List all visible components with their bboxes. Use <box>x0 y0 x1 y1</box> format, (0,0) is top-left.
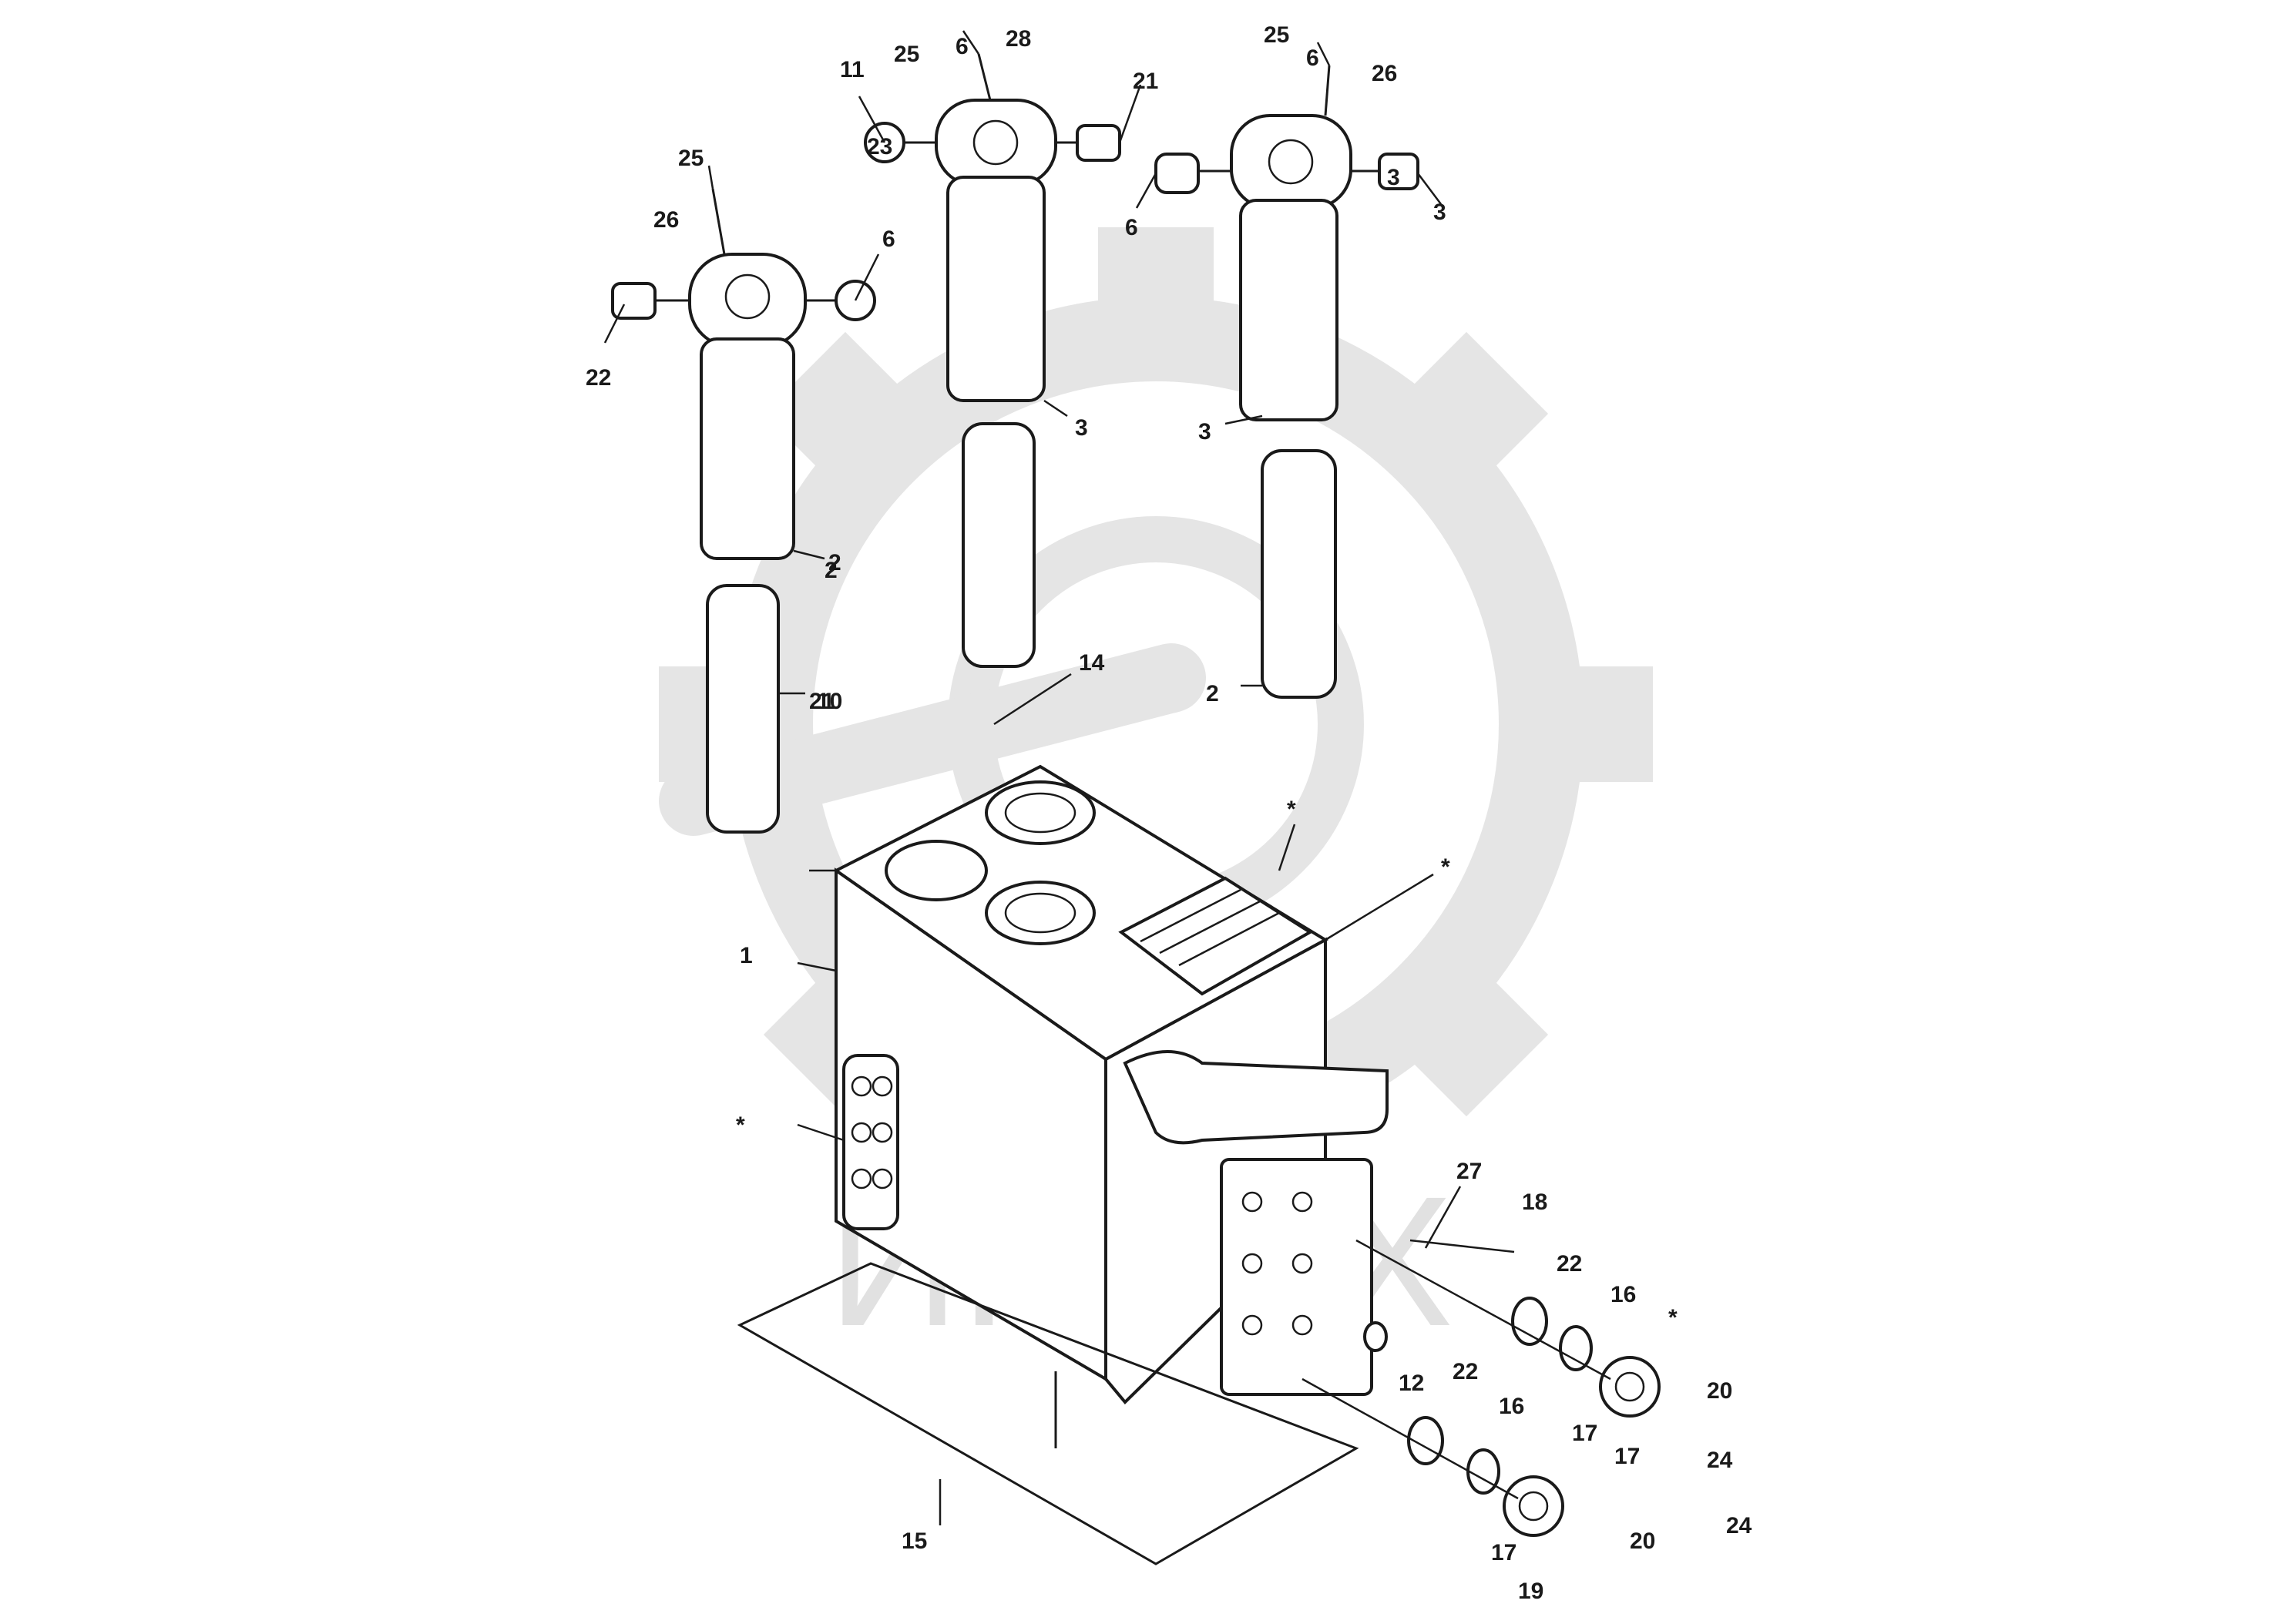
seal-ring-lower-2 <box>1466 1448 1500 1495</box>
callout-c21: 2 <box>1206 681 1219 706</box>
callout-c8: 23 <box>867 134 892 159</box>
filter-element-center <box>962 422 1036 668</box>
callout-c29: 27 <box>1456 1159 1482 1184</box>
callout-c36: 16 <box>1499 1394 1524 1419</box>
callout-c31: 22 <box>1557 1251 1582 1277</box>
callout-c40: 24 <box>1707 1448 1733 1473</box>
flange-upper <box>1599 1356 1661 1418</box>
callout-c10: 25 <box>894 42 919 67</box>
plug-center-right <box>1076 124 1121 162</box>
callout-c9: 6 <box>956 34 969 59</box>
callout-c24: 14 <box>1079 650 1105 676</box>
callout-c13: 25 <box>1264 22 1289 48</box>
filter-assembly-center <box>864 53 1121 668</box>
callout-c20: 3 <box>1387 165 1400 190</box>
callout-c7: 21 <box>809 689 835 714</box>
callout-c43: 24 <box>1726 1513 1752 1538</box>
callout-c28: * <box>736 1112 745 1138</box>
callout-c26: * <box>1287 797 1296 822</box>
port-1 <box>985 780 1096 845</box>
callout-c18: 3 <box>1075 415 1088 441</box>
callout-c12: 6 <box>1306 45 1319 71</box>
port-3 <box>985 881 1096 945</box>
callout-c14: 26 <box>1372 61 1397 86</box>
outlet-fittings <box>1302 1239 1661 1537</box>
seal-ring-upper-2 <box>1559 1325 1593 1371</box>
filter-bowl-right <box>1239 199 1338 421</box>
filter-head-center <box>935 99 1057 186</box>
callout-c1: 25 <box>678 146 704 171</box>
callout-c38: 20 <box>1707 1378 1732 1404</box>
filter-element-right <box>1261 449 1337 699</box>
tank-base-frame <box>737 1262 1359 1565</box>
plug-right-left <box>1154 153 1200 194</box>
callout-c17: 3 <box>1433 200 1446 225</box>
flange-lower <box>1503 1475 1564 1537</box>
side-port-panel <box>842 1054 899 1230</box>
callout-labels: 25 26 6 22 11 2 21 23 6 25 28 6 25 26 6 … <box>586 22 1752 1604</box>
callout-c45: 15 <box>902 1528 927 1554</box>
leader-lines <box>603 30 1515 1525</box>
callout-c27: * <box>1441 854 1450 880</box>
filter-assembly-left <box>611 188 876 834</box>
callout-c39: 17 <box>1614 1444 1640 1469</box>
callout-c23: 10 <box>817 689 842 714</box>
hydraulic-tank <box>737 764 1389 1565</box>
seal-small <box>1363 1321 1388 1352</box>
callout-c19: 3 <box>1198 419 1211 445</box>
filter-element-left <box>706 584 780 834</box>
callout-c44: 19 <box>1518 1579 1543 1604</box>
callout-c30: 18 <box>1522 1189 1547 1215</box>
callout-c34: 12 <box>1399 1371 1424 1396</box>
callout-c41: 17 <box>1491 1540 1516 1565</box>
filter-bowl-left <box>700 337 795 560</box>
callout-c2: 26 <box>653 207 679 233</box>
callout-c6: 2 <box>825 558 838 583</box>
callout-c25: 1 <box>740 943 753 968</box>
callout-c35: 22 <box>1453 1359 1478 1384</box>
callout-c37: 17 <box>1572 1421 1597 1446</box>
filter-head-left <box>688 253 807 348</box>
port-2 <box>885 840 988 901</box>
valve-block <box>1220 1158 1373 1396</box>
filter-assembly-right <box>1154 65 1419 699</box>
callout-c15: 6 <box>1125 215 1138 240</box>
callout-c16: 21 <box>1133 69 1158 94</box>
tank-corner <box>1123 1050 1389 1145</box>
callout-c4: 22 <box>586 365 611 391</box>
callout-c22: 2 <box>828 550 841 575</box>
seal-ring-upper-1 <box>1511 1297 1548 1346</box>
tank-grille <box>1118 876 1313 996</box>
callout-c3: 6 <box>882 226 895 252</box>
callout-c33: * <box>1668 1305 1678 1330</box>
callout-c5: 11 <box>840 57 865 82</box>
callout-c32: 16 <box>1611 1282 1636 1307</box>
filter-head-right <box>1230 114 1352 210</box>
callout-c42: 20 <box>1630 1528 1655 1554</box>
filter-bowl-center <box>946 176 1046 402</box>
callout-c11: 28 <box>1006 26 1031 52</box>
